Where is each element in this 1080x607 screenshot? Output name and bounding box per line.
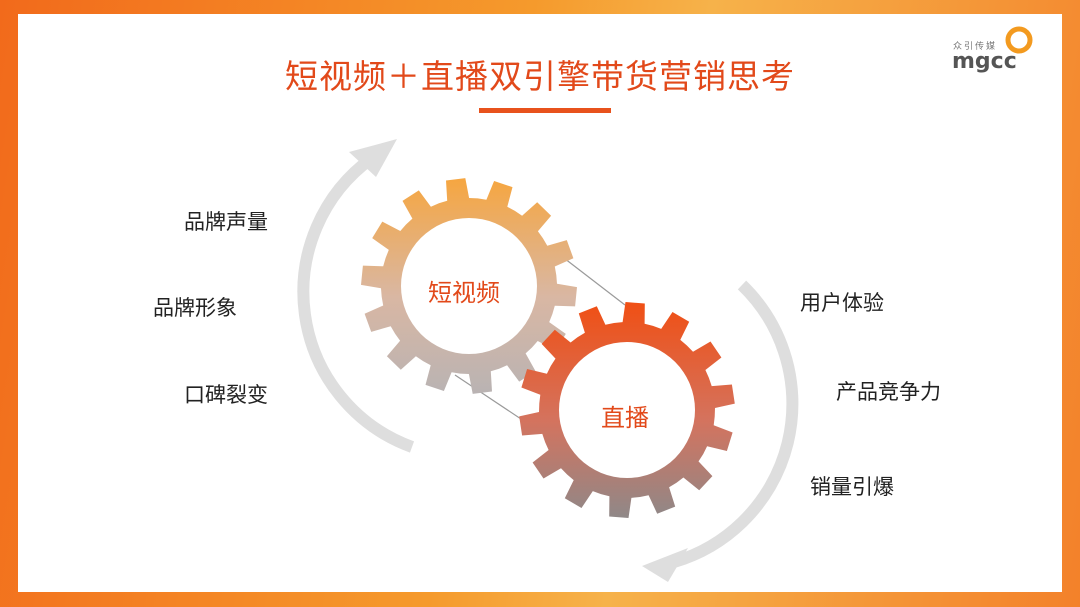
logo-english-text: mgcc bbox=[952, 49, 1017, 74]
belt-line-upper bbox=[559, 254, 626, 306]
slide-title: 短视频＋直播双引擎带货营销思考 bbox=[285, 57, 795, 96]
right-item-sales-explosion: 销量引爆 bbox=[810, 475, 894, 499]
gear-label-short-video: 短视频 bbox=[428, 279, 500, 307]
left-arrow-head bbox=[349, 139, 397, 177]
belt-line-lower bbox=[454, 374, 531, 426]
left-item-brand-image: 品牌形象 bbox=[153, 296, 237, 320]
right-cycle-arrow bbox=[672, 280, 799, 568]
brand-logo: 众引传媒 mgcc bbox=[948, 22, 1048, 78]
left-item-brand-volume: 品牌声量 bbox=[184, 210, 268, 234]
right-arrow-head bbox=[642, 548, 688, 582]
short-video-gear bbox=[361, 178, 577, 394]
logo-ring-icon bbox=[1005, 26, 1033, 54]
right-item-user-experience: 用户体验 bbox=[800, 291, 884, 315]
left-item-word-of-mouth: 口碑裂变 bbox=[184, 383, 268, 407]
live-gear bbox=[519, 302, 735, 518]
title-underline bbox=[479, 108, 611, 113]
right-item-product-competitiveness: 产品竞争力 bbox=[836, 380, 941, 404]
left-cycle-arrow bbox=[297, 153, 415, 453]
gear-label-live: 直播 bbox=[601, 404, 649, 432]
logo-chinese-text: 众引传媒 bbox=[953, 42, 998, 52]
